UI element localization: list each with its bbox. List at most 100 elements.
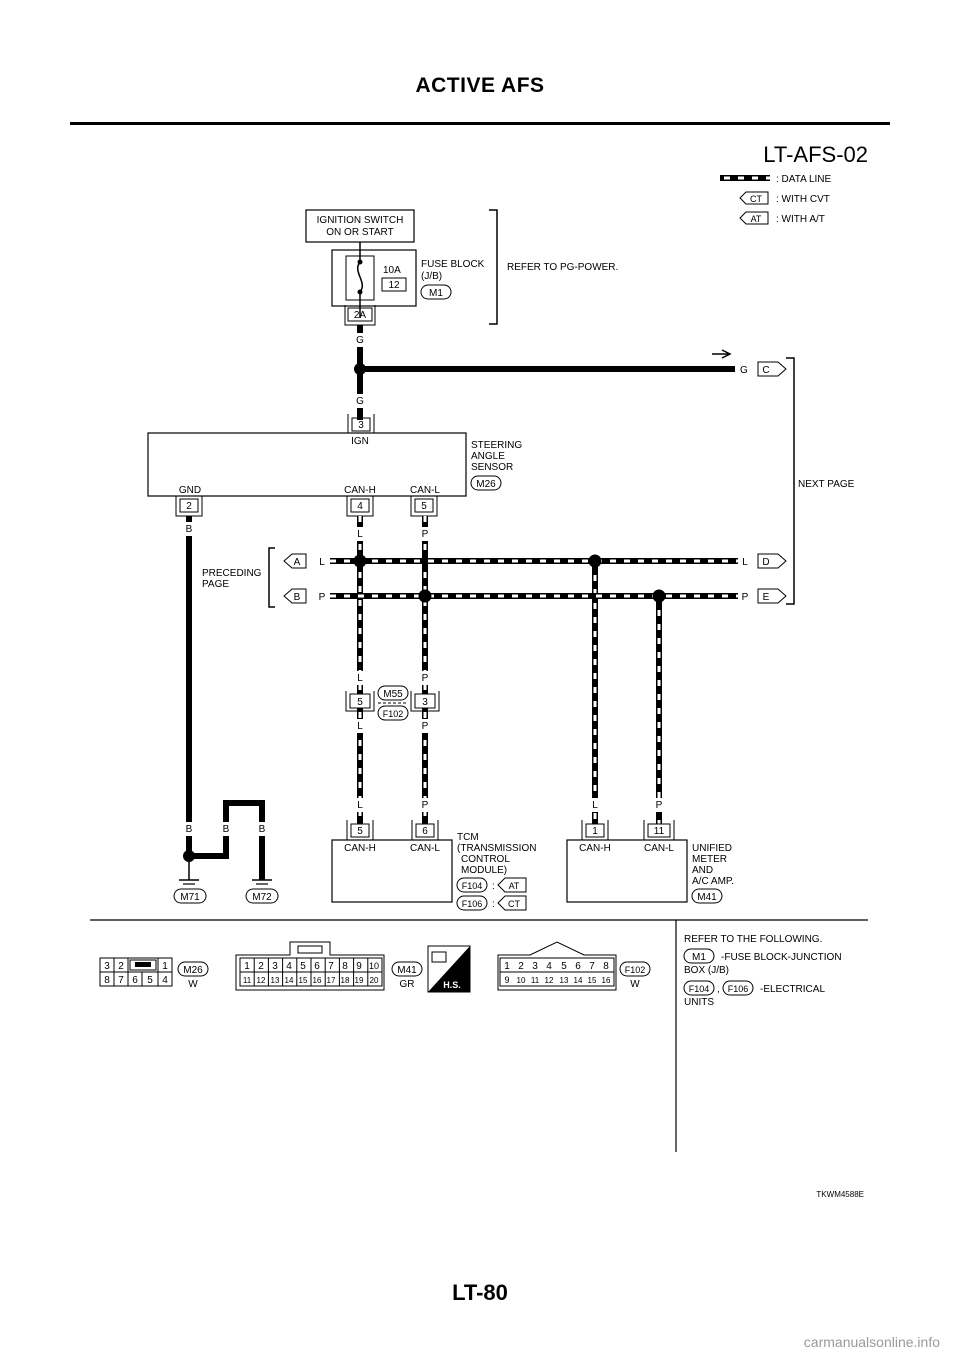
tcm-at-tag: AT — [509, 881, 520, 891]
wire-p-label: P — [422, 721, 429, 732]
unified-meter-box — [566, 839, 688, 903]
wire-l-label: L — [319, 557, 325, 568]
splice-canh-1 — [353, 554, 367, 568]
fuse-block-box — [331, 249, 417, 307]
tag-a: A — [294, 557, 301, 568]
refer-pg-power: REFER TO PG-POWER. — [507, 262, 618, 273]
m41-pin: 1 — [244, 961, 250, 972]
sas-label-2: ANGLE — [471, 451, 505, 462]
wire-l-label: L — [357, 673, 363, 684]
m41-pin: 17 — [327, 976, 336, 985]
tcm-colon-1: : — [492, 881, 495, 892]
f102-pin: 12 — [545, 976, 554, 985]
tcm-label-3: CONTROL — [461, 854, 510, 865]
watermark: carmanualsonline.info — [803, 1334, 940, 1350]
m41-pin: 18 — [341, 976, 350, 985]
tcm-terminal-canh: 5 — [357, 826, 363, 837]
m41-name: M41 — [397, 965, 417, 976]
meter-label-3: AND — [692, 865, 713, 876]
ignition-label-1: IGNITION SWITCH — [317, 215, 404, 226]
sas-terminal-canl: 5 — [421, 501, 427, 512]
legend: : DATA LINE CT : WITH CVT AT : WITH A/T — [720, 174, 832, 225]
m26-pin: 1 — [162, 961, 168, 972]
fuse-connector-m1: M1 — [429, 288, 443, 299]
wire-b-label-top: B — [186, 524, 193, 535]
fuse-terminal-2a: 2A — [354, 310, 367, 321]
wire-p-label: P — [422, 529, 429, 540]
sas-canh-label: CAN-H — [344, 485, 376, 496]
m41-pin: 20 — [370, 976, 379, 985]
f102-color: W — [630, 979, 640, 990]
refer-f-text-1: -ELECTRICAL — [760, 984, 825, 995]
f102-pin: 7 — [589, 961, 595, 972]
tcm-label-4: MODULE) — [461, 865, 507, 876]
refer-m1-text-2: BOX (J/B) — [684, 965, 729, 976]
f102-pin: 4 — [546, 961, 552, 972]
legend-data-line: : DATA LINE — [776, 174, 832, 185]
tcm-connector-f106: F106 — [462, 899, 483, 909]
fuse-number: 12 — [388, 280, 400, 291]
fuse-block-jb: (J/B) — [421, 271, 442, 282]
sas-label-3: SENSOR — [471, 462, 513, 473]
f102-pin: 11 — [531, 976, 540, 985]
wire-b-label-bottom: B — [186, 824, 193, 835]
joint-connector-f102: F102 — [383, 709, 404, 719]
refer-m1: M1 — [692, 952, 706, 963]
wire-p-label: P — [422, 800, 429, 811]
splice-canl-2 — [652, 589, 666, 603]
tcm-terminal-canl: 6 — [422, 826, 428, 837]
ground-m72: M72 — [252, 892, 272, 903]
sas-gnd-label: GND — [179, 485, 201, 496]
m41-pin: 11 — [243, 976, 252, 985]
f102-pin: 2 — [518, 961, 524, 972]
sas-canl-label: CAN-L — [410, 485, 440, 496]
m41-pin: 13 — [271, 976, 280, 985]
refer-comma: , — [717, 984, 720, 995]
m26-pin: 3 — [104, 961, 110, 972]
meter-terminal-canh: 1 — [592, 826, 598, 837]
wire-l-label: L — [592, 800, 598, 811]
m41-pin: 14 — [285, 976, 294, 985]
wire-l-label: L — [742, 557, 748, 568]
m26-pin: 8 — [104, 975, 110, 986]
sas-label-1: STEERING — [471, 440, 522, 451]
m41-pin: 2 — [258, 961, 264, 972]
f102-pin: 3 — [532, 961, 538, 972]
connector-face-m26: 3 2 1 8 7 6 5 4 M26 W — [99, 957, 209, 990]
diagram-code: TKWM4588E — [816, 1190, 864, 1199]
tcm-canl-label: CAN-L — [410, 843, 440, 854]
page-number: LT-80 — [452, 1280, 508, 1305]
ignition-label-2: ON OR START — [326, 227, 393, 238]
sas-connector-m26: M26 — [476, 479, 496, 490]
meter-terminal-canl: 11 — [654, 826, 665, 837]
fuse-block-label: FUSE BLOCK — [421, 259, 485, 270]
connector-face-f102: 1 2 3 4 5 6 7 8 9 10 11 12 13 14 15 16 F… — [497, 941, 651, 991]
m41-pin: 10 — [369, 961, 379, 971]
wire-g-label-right: G — [740, 365, 748, 376]
joint-terminal-l: 5 — [357, 697, 363, 708]
can-data-lines — [330, 516, 752, 824]
wire-p-label: P — [656, 800, 663, 811]
m41-pin: 6 — [314, 961, 320, 972]
m26-name: M26 — [183, 965, 203, 976]
sas-terminal-gnd: 2 — [186, 501, 192, 512]
hs-icon: H.S. — [427, 945, 471, 993]
page-header-title: ACTIVE AFS — [415, 74, 545, 97]
refer-f-text-2: UNITS — [684, 997, 714, 1008]
wire-l-label: L — [357, 800, 363, 811]
m41-pin: 12 — [257, 976, 266, 985]
meter-canl-label: CAN-L — [644, 843, 674, 854]
joint-connector-m55: M55 — [383, 689, 403, 700]
wire-b-label-m72: B — [259, 824, 266, 835]
next-page-label: NEXT PAGE — [798, 479, 855, 490]
m26-pin: 5 — [147, 975, 153, 986]
m41-pin: 4 — [286, 961, 292, 972]
preceding-label-1: PRECEDING — [202, 568, 262, 579]
wire-l-label: L — [357, 721, 363, 732]
tcm-connector-f104: F104 — [462, 881, 483, 891]
sas-terminal-canh: 4 — [357, 501, 363, 512]
f102-pin: 5 — [561, 961, 567, 972]
f102-pin: 16 — [602, 976, 611, 985]
arrow-icon — [712, 349, 732, 359]
